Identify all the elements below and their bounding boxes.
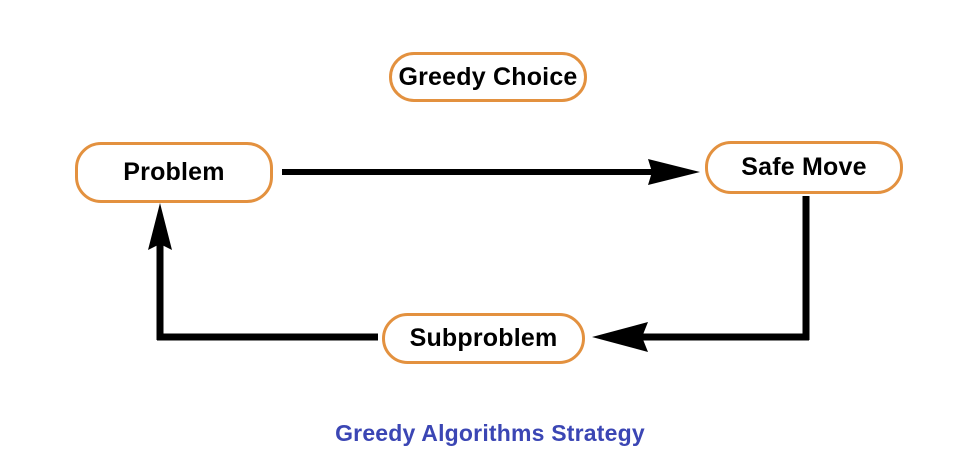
arrowhead-left-subproblem [592,322,648,352]
node-subproblem[interactable]: Subproblem [382,313,585,364]
node-greedy-choice-label: Greedy Choice [398,62,578,91]
arrowhead-right-safe-move [648,159,700,185]
arrowhead-up-problem [148,203,172,250]
node-subproblem-label: Subproblem [409,324,558,352]
edge-subproblem-to-problem [148,203,378,341]
edge-problem-to-safe-move [282,159,700,185]
node-problem[interactable]: Problem [75,142,273,203]
edge-safe-move-to-subproblem [592,196,810,352]
node-problem-label: Problem [123,158,225,186]
node-greedy-choice[interactable]: Greedy Choice [389,52,587,102]
diagram-caption: Greedy Algorithms Strategy [335,420,645,446]
node-safe-move[interactable]: Safe Move [705,141,903,194]
node-safe-move-label: Safe Move [741,153,867,181]
